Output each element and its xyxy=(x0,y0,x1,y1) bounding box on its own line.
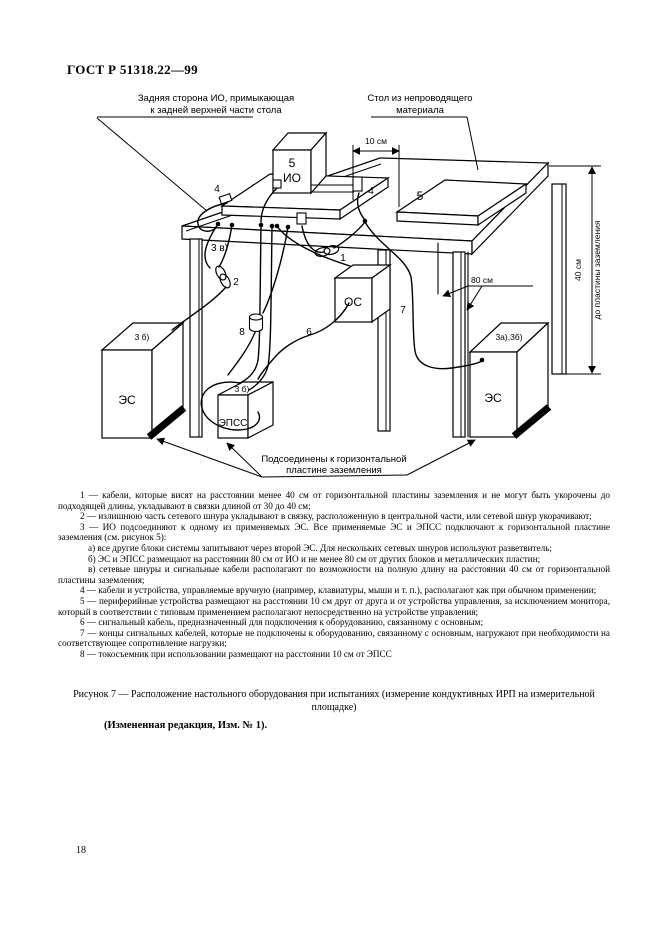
cable-1 xyxy=(301,225,325,254)
connector-4-left xyxy=(218,193,233,205)
ground-strap-right xyxy=(511,404,552,439)
callout-back-side-line2: к задней верхней части стола xyxy=(150,105,282,116)
ref-1: 1 xyxy=(340,253,346,264)
figure-caption: Рисунок 7 — Расположение настольного обо… xyxy=(73,689,595,713)
ground-strap-left xyxy=(146,405,187,440)
dim-40cm-note-label: до пластины заземления xyxy=(592,220,602,319)
epss-box xyxy=(217,381,274,439)
cable-coil-2 xyxy=(213,263,233,291)
epss-cable-loop xyxy=(200,381,261,431)
es-left-label: ЭС xyxy=(118,393,136,407)
dim-80cm-label: 80 см xyxy=(471,275,493,285)
figure-7-diagram: 5 ИО 5 ОС 3 б) ЭС xyxy=(96,93,602,478)
ref-4-right: 4 xyxy=(368,186,374,197)
current-clamp xyxy=(248,313,264,333)
ref-3b-left: 3 б) xyxy=(135,332,150,342)
dim-40cm xyxy=(549,165,601,375)
eut-connector xyxy=(272,179,282,189)
ground-note-line2: пластине заземления xyxy=(286,465,382,476)
connector-4-right xyxy=(352,176,363,192)
page-number: 18 xyxy=(76,845,86,856)
note-item: 7 — концы сигнальных кабелей, которые не… xyxy=(58,627,610,649)
monitor-slab xyxy=(395,179,528,227)
note-item: 4 — кабели и устройства, управляемые вру… xyxy=(80,585,597,596)
es-right-box xyxy=(468,321,550,439)
monitor-number-label: 5 xyxy=(417,189,424,203)
note-subitem: б) ЭС и ЭПСС размещают на расстоянии 80 … xyxy=(88,553,541,564)
ref-3a3b: 3а),3б) xyxy=(495,332,522,342)
ref-8: 8 xyxy=(239,327,245,338)
os-label: ОС xyxy=(344,295,362,309)
note-item: 8 — токосъемник при использовании размещ… xyxy=(80,648,392,659)
callout-table-line2: материала xyxy=(396,105,445,116)
ref-2: 2 xyxy=(233,277,239,288)
epss-label: ЭПСС xyxy=(219,418,248,429)
cable-8 xyxy=(262,226,289,314)
revision-note: (Измененная редакция, Изм. № 1). xyxy=(104,720,268,731)
dim-40cm-label: 40 см xyxy=(573,259,583,281)
ground-note-arrows xyxy=(156,437,476,478)
note-item: 6 — сигнальный кабель, предназначенный д… xyxy=(80,617,484,628)
note-item: 3 — ИО подсоединяют к одному из применяе… xyxy=(58,521,610,543)
cable-7 xyxy=(364,221,483,370)
note-item: 5 — периферийные устройства размещают на… xyxy=(58,595,610,617)
ref-3b-epss: 3 б) xyxy=(235,384,250,394)
standard-code: ГОСТ Р 51318.22—99 xyxy=(67,62,198,77)
cables xyxy=(171,187,483,438)
callout-table-line1: Стол из непроводящего xyxy=(367,93,472,104)
es-right-label: ЭС xyxy=(484,391,502,405)
os-box xyxy=(333,263,392,324)
note-subitem: а) все другие блоки системы запитывают ч… xyxy=(88,542,552,553)
note-subitem: в) сетевые шнуры и сигнальные кабели рас… xyxy=(58,564,610,585)
ref-4-left: 4 xyxy=(214,184,220,195)
figure-notes: 1 — кабели, которые висят на расстоянии … xyxy=(58,490,610,660)
ref-7: 7 xyxy=(400,305,406,316)
es-left-box xyxy=(100,321,185,440)
cable-bundle xyxy=(239,224,262,384)
connector-square xyxy=(296,212,307,225)
cable-6 xyxy=(257,302,350,380)
eut-label: ИО xyxy=(283,171,301,185)
callout-back-side-line1: Задняя сторона ИО, примыкающая xyxy=(138,93,294,104)
ref-3v: 3 в) xyxy=(211,243,228,254)
dim-10cm xyxy=(352,145,400,207)
eut-number-label: 5 xyxy=(289,156,296,170)
note-item: 1 — кабели, которые висят на расстоянии … xyxy=(58,490,610,511)
callout-lines xyxy=(96,116,479,212)
connection-dots xyxy=(215,218,485,363)
ground-note-line1: Подсоединены к горизонтальной xyxy=(261,454,406,465)
dim-80cm xyxy=(442,285,533,311)
note-item: 2 — излишнюю часть сетевого шнура уклады… xyxy=(80,511,592,522)
eut-box xyxy=(271,131,328,195)
ref-6: 6 xyxy=(306,327,312,338)
dim-10cm-label: 10 см xyxy=(365,136,387,146)
